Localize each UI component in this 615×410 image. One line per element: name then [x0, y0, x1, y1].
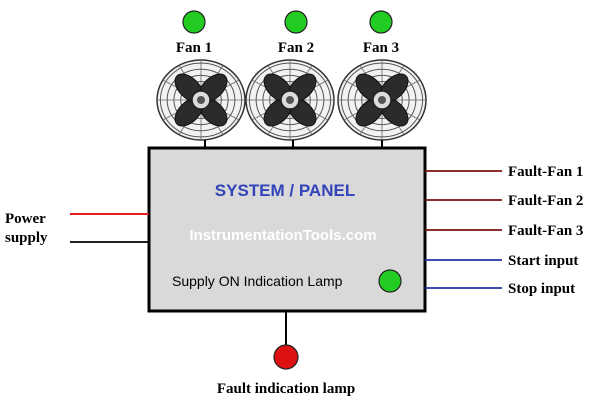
fan-1-label: Fan 1: [176, 40, 212, 56]
fan-3-icon: [337, 59, 427, 141]
fault-fan-3-label: Fault-Fan 3: [508, 223, 583, 239]
fan-2-icon: [245, 59, 335, 141]
fan-2-label: Fan 2: [278, 40, 314, 56]
stop-input-label: Stop input: [508, 281, 575, 297]
fan-1-icon: [156, 59, 246, 141]
power-supply-label-line2: supply: [5, 230, 48, 246]
fault-fan-2-label: Fault-Fan 2: [508, 193, 583, 209]
fault-fan-1-label: Fault-Fan 1: [508, 164, 583, 180]
fan-1-status-lamp: [182, 10, 206, 34]
fault-lamp-label: Fault indication lamp: [217, 381, 355, 397]
fan-2-status-lamp: [284, 10, 308, 34]
panel-title: SYSTEM / PANEL: [215, 181, 355, 200]
fan-3-label: Fan 3: [363, 40, 399, 56]
fault-indication-lamp: [273, 344, 299, 370]
panel-watermark: InstrumentationTools.com: [189, 227, 376, 244]
power-supply-label-line1: Power: [5, 211, 46, 227]
start-input-label: Start input: [508, 253, 578, 269]
supply-on-lamp: [378, 269, 402, 293]
supply-lamp-label: Supply ON Indication Lamp: [172, 273, 343, 289]
fan-3-status-lamp: [369, 10, 393, 34]
